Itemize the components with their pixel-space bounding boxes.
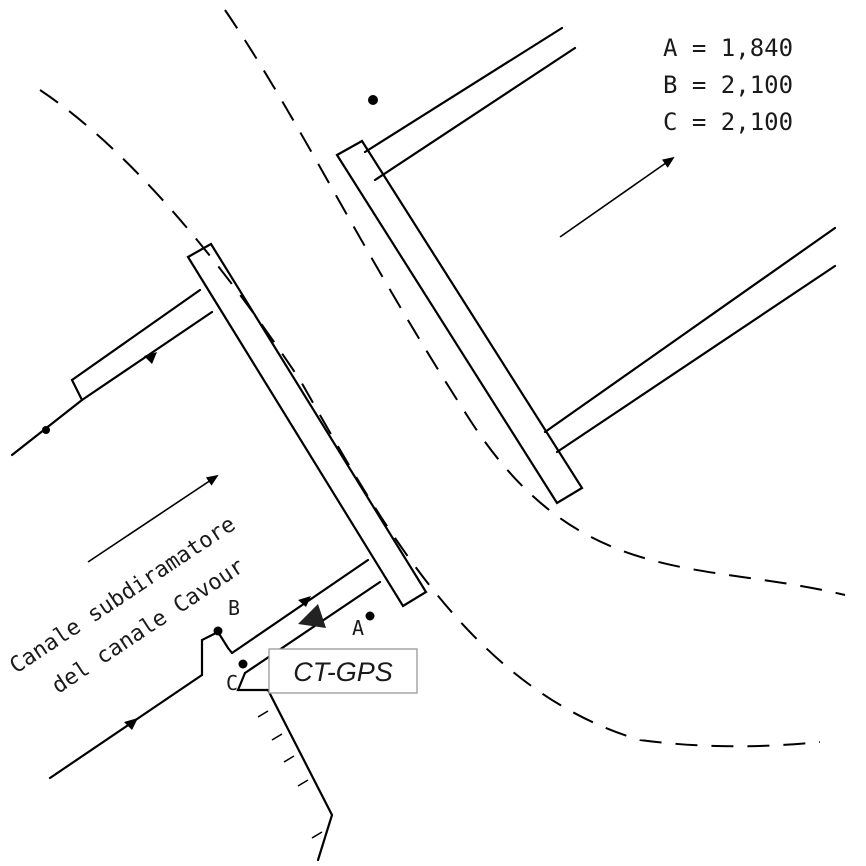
point-c-marker — [238, 659, 248, 669]
station-tag: CT-GPS — [268, 648, 418, 694]
point-a-marker — [365, 611, 375, 621]
flow-marker-triangle — [144, 352, 157, 364]
canal-label: Canale subdiramatore del canale Cavour — [6, 512, 250, 699]
canal-edge-upper-dashed — [224, 9, 846, 596]
upper-crossing-bar — [335, 139, 584, 505]
flow-arrow-lower — [87, 474, 219, 563]
bank-hatching — [257, 710, 323, 839]
measurement-a: A = 1,840 — [663, 34, 793, 62]
point-label-c: C — [226, 671, 238, 695]
measurement-b: B = 2,100 — [663, 71, 793, 99]
canal-edge-lower-dashed — [39, 89, 821, 748]
point-label-b: B — [228, 596, 240, 620]
station-tag-label: CT-GPS — [293, 657, 393, 687]
flow-arrow-upper — [559, 156, 675, 238]
flow-direction-arrowhead — [298, 604, 326, 628]
lower-crossing-bar — [186, 242, 428, 608]
measurement-legend: A = 1,840 B = 2,100 C = 2,100 — [663, 34, 793, 136]
upper-right-channel — [363, 26, 837, 454]
survey-point — [42, 426, 50, 434]
flow-marker-triangle — [298, 596, 311, 607]
point-b-marker — [213, 626, 223, 636]
flow-marker-triangle — [124, 718, 138, 730]
point-label-a: A — [352, 616, 364, 640]
measurement-c: C = 2,100 — [663, 108, 793, 136]
left-branch — [10, 288, 214, 457]
survey-point-top — [368, 95, 378, 105]
